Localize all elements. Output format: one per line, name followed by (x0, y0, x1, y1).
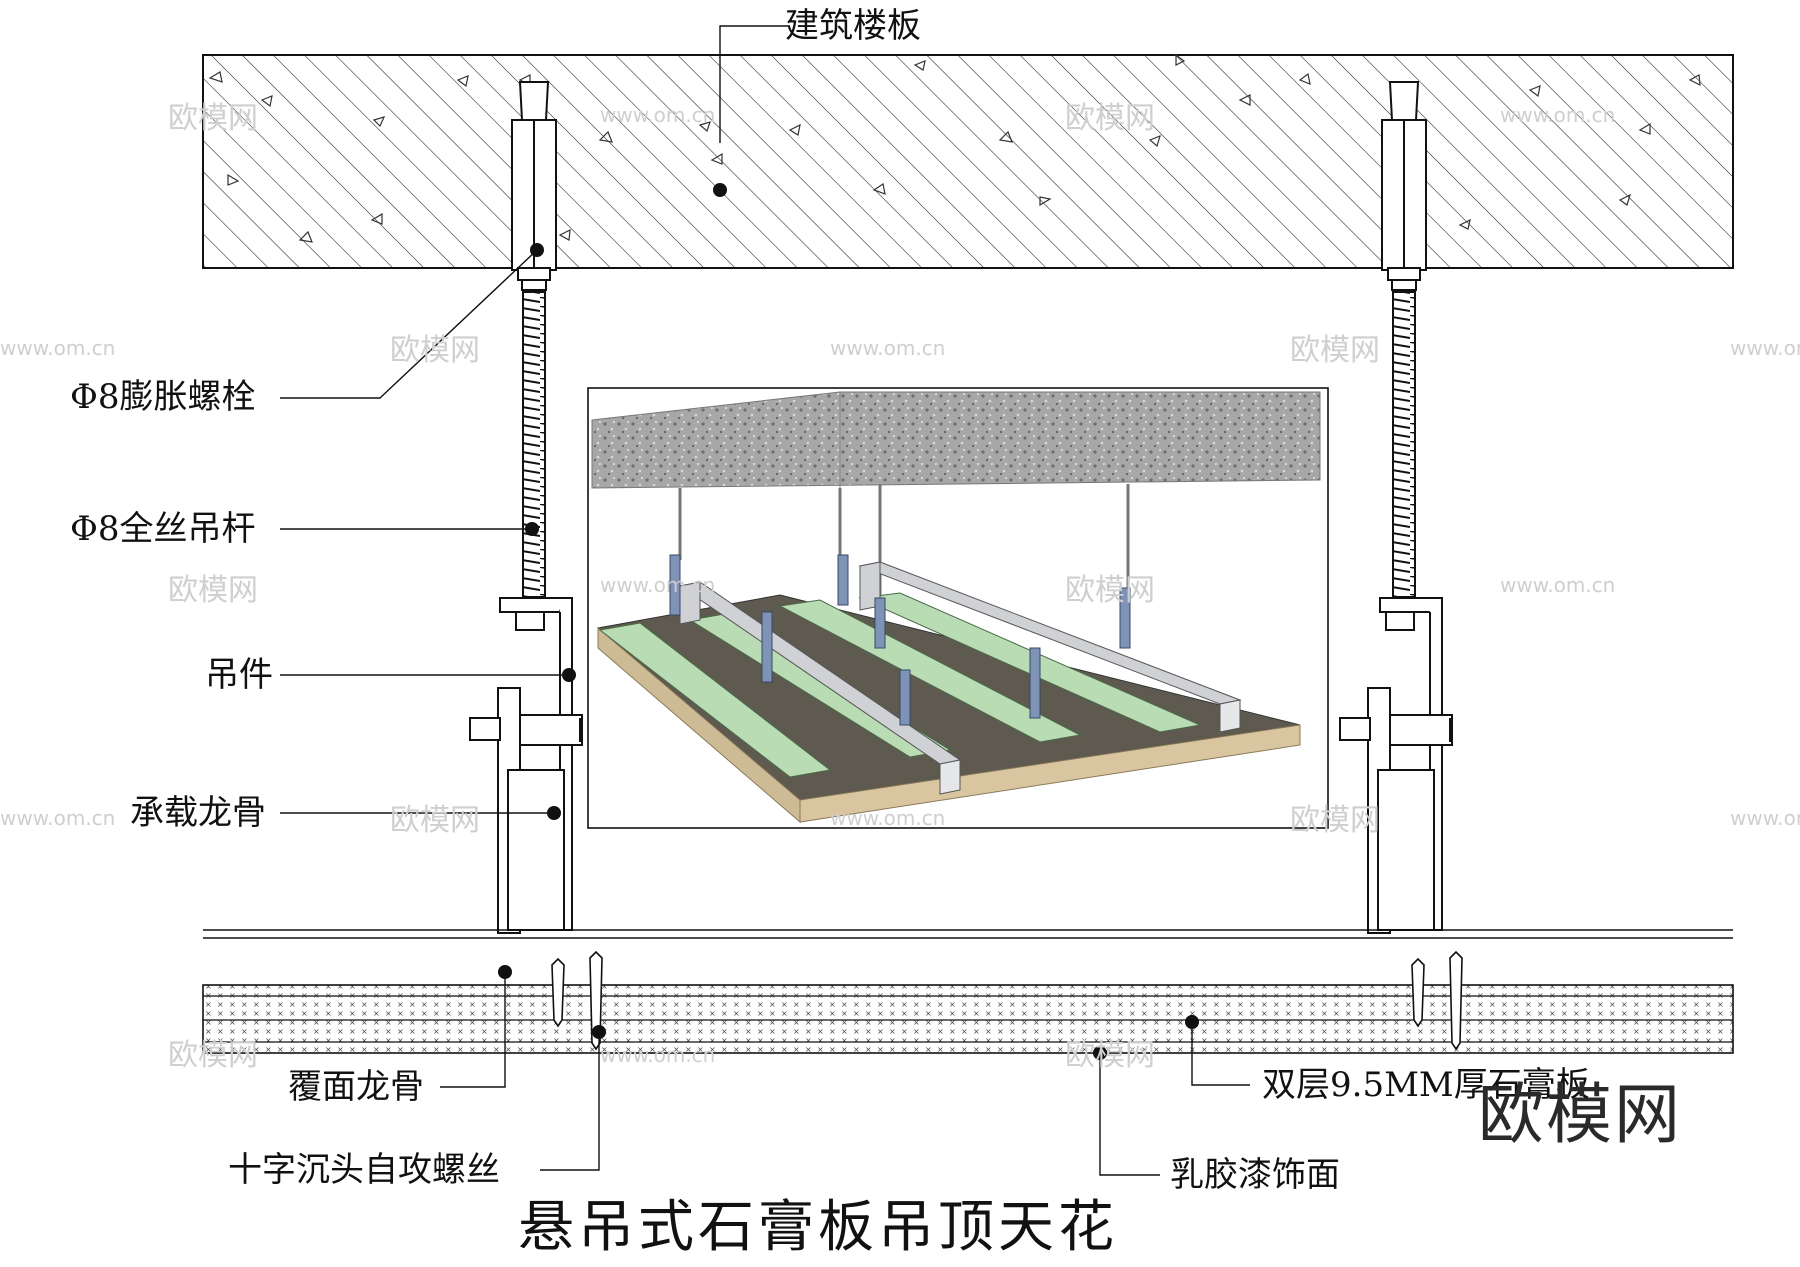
watermark-small-text: 欧模网 (1290, 803, 1380, 838)
watermark-url-text: www.om.cn (830, 806, 945, 830)
label-main-keel: 承载龙骨 (130, 793, 266, 833)
watermark-url-text: www.om.cn (830, 336, 945, 360)
watermark-url-text: www.om.cn (1730, 336, 1800, 360)
watermark-url-text: www.om.cn (0, 806, 115, 830)
watermark-url-text: www.om.cn (1730, 806, 1800, 830)
label-threaded-rod: Φ8全丝吊杆 (70, 509, 256, 549)
leader-dots (498, 183, 1199, 1060)
watermark-small-text: 欧模网 (390, 333, 480, 368)
label-screw: 十字沉头自攻螺丝 (228, 1150, 500, 1190)
label-slab: 建筑楼板 (785, 6, 921, 46)
page-title: 悬吊式石膏板吊顶天花 (518, 1195, 1118, 1260)
watermark-url-text: www.om.cn (600, 103, 715, 127)
label-cover-keel: 覆面龙骨 (288, 1067, 424, 1107)
label-expansion-bolt: Φ8膨胀螺栓 (70, 377, 256, 417)
watermark-url-text: www.om.cn (600, 1043, 715, 1067)
watermark-repeats: 欧模网 欧模网 欧模网 欧模网 欧模网 欧模网 欧模网 欧模网 欧模网 欧模网 … (0, 101, 1800, 1073)
label-hanger: 吊件 (205, 655, 273, 695)
watermark-small-text: 欧模网 (1065, 1038, 1155, 1073)
watermark-small-text: 欧模网 (1290, 333, 1380, 368)
label-latex-paint: 乳胶漆饰面 (1170, 1155, 1340, 1195)
watermark-small-text: 欧模网 (168, 1038, 258, 1073)
leader-lines (280, 25, 1250, 1176)
left-hanger-assembly (469, 81, 583, 934)
gypsum-board-layers (202, 984, 1734, 1054)
watermark-small-text: 欧模网 (390, 803, 480, 838)
watermark-url-text: www.om.cn (1500, 573, 1615, 597)
watermark-small-text: 欧模网 (1065, 573, 1155, 608)
cover-keel (203, 929, 1733, 939)
watermark-url-text: www.om.cn (600, 573, 715, 597)
watermark-url-text: www.om.cn (1500, 103, 1615, 127)
watermark-small-text: 欧模网 (168, 573, 258, 608)
screws (551, 950, 1463, 1051)
watermark-small-text: 欧模网 (168, 101, 258, 136)
label-gypsum-board: 双层9.5MM厚石膏板 (1262, 1065, 1590, 1105)
watermark-small-text: 欧模网 (1065, 101, 1155, 136)
watermark-logo: 欧模网 (1478, 1076, 1682, 1153)
right-hanger-assembly (1339, 81, 1453, 934)
concrete-slab (202, 53, 1734, 269)
3d-illustration-inset (587, 387, 1329, 829)
watermark-url-text: www.om.cn (0, 336, 115, 360)
